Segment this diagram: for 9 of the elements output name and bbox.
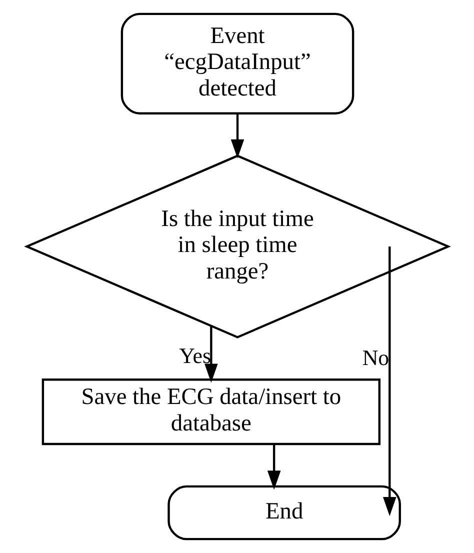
node-box: Event “ecgDataInput” detected bbox=[120, 12, 354, 114]
edge-label: No bbox=[362, 345, 389, 370]
arrow bbox=[382, 246, 396, 516]
node-box: End bbox=[167, 485, 400, 540]
arrow bbox=[266, 444, 280, 490]
node-box: Save the ECG data/insert to database bbox=[41, 378, 380, 446]
node-diamond: Is the input time in sleep time range? bbox=[24, 154, 450, 338]
arrow bbox=[204, 326, 218, 383]
arrow bbox=[230, 114, 244, 158]
